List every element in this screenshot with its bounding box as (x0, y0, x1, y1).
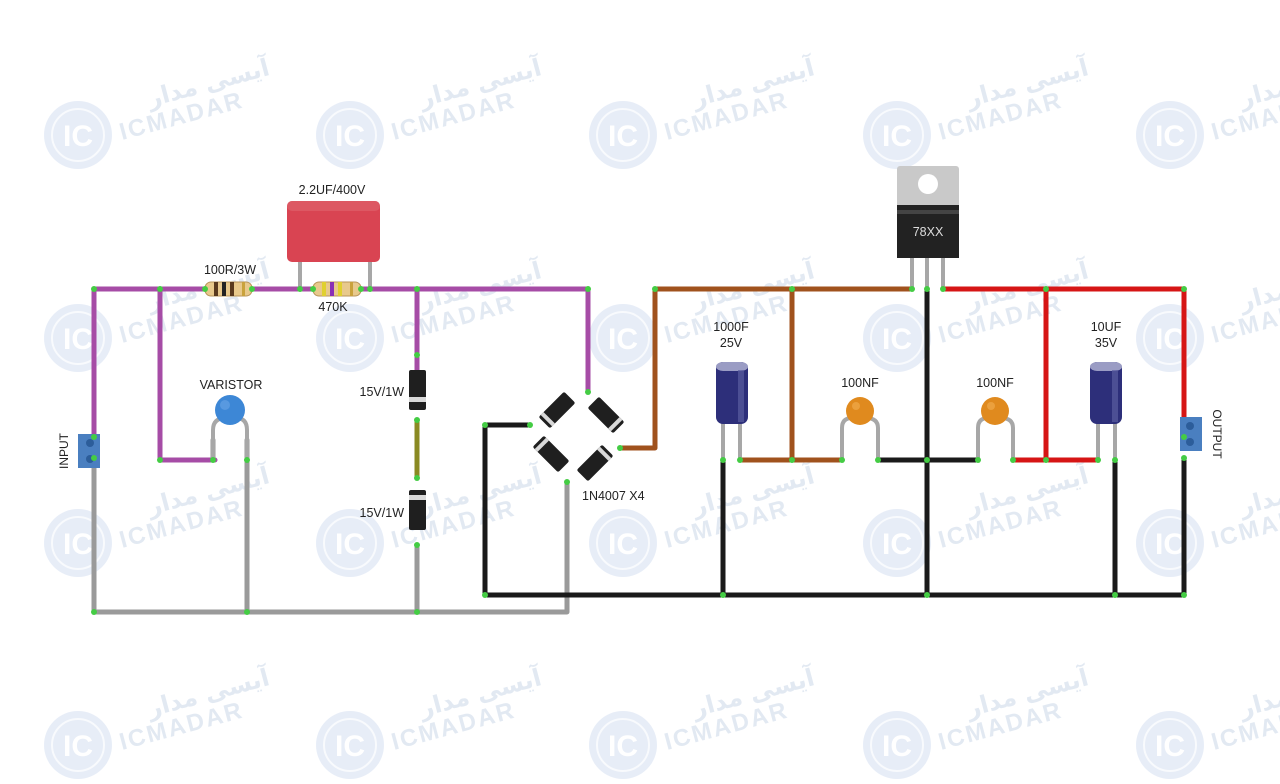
watermark-logo: IC (335, 323, 365, 356)
watermark-brand-fa: آیسی مدار (1235, 662, 1280, 723)
cap-10uf-voltage: 35V (1095, 336, 1118, 350)
cap-100nf-1-label: 100NF (841, 376, 879, 390)
watermark-logo: IC (608, 730, 638, 763)
watermark-logo: IC (1155, 730, 1185, 763)
watermark-logo: IC (63, 730, 93, 763)
bridge-rectifier: 1N4007 X4 (533, 392, 645, 503)
film-capacitor: 2.2UF/400V (287, 183, 380, 262)
watermark-logo: IC (608, 323, 638, 356)
watermark-brand-fa: آیسی مدار (1235, 255, 1280, 316)
cap-100nf-2-label: 100NF (976, 376, 1014, 390)
cap-1000-voltage: 25V (720, 336, 743, 350)
zener-2-label: 15V/1W (360, 506, 405, 520)
cap-10uf-value: 10UF (1091, 320, 1122, 334)
junction-dots (91, 286, 1187, 615)
watermark-logo: IC (1155, 120, 1185, 153)
watermark-brand-fa: آیسی مدار (1235, 52, 1280, 113)
watermark-logo: IC (335, 120, 365, 153)
regulator-label: 78XX (913, 225, 944, 239)
watermark-logo: IC (608, 528, 638, 561)
electrolytic-capacitor-1000f: 1000F 25V (713, 320, 749, 424)
watermark-logo: IC (63, 120, 93, 153)
film-cap-label: 2.2UF/400V (299, 183, 366, 197)
watermark-logo: IC (882, 323, 912, 356)
watermark-logo: IC (335, 730, 365, 763)
output-terminal: OUTPUT (1180, 409, 1224, 459)
voltage-regulator: 78XX (897, 166, 959, 258)
watermark-logo: IC (335, 528, 365, 561)
watermark-logo: IC (1155, 323, 1185, 356)
watermark-logo: IC (882, 730, 912, 763)
zener-diode-2: 15V/1W (360, 490, 426, 530)
watermark-logo: IC (608, 120, 638, 153)
electrolytic-capacitor-10uf: 10UF 35V (1090, 320, 1122, 424)
cap-1000-value: 1000F (713, 320, 749, 334)
watermark-logo: IC (882, 528, 912, 561)
varistor-label: VARISTOR (200, 378, 263, 392)
input-label: INPUT (57, 432, 71, 469)
zener-diode-1: 15V/1W (360, 370, 426, 410)
watermark-logo: IC (882, 120, 912, 153)
watermark-logo: IC (1155, 528, 1185, 561)
watermark-logo: IC (63, 323, 93, 356)
zener-1-label: 15V/1W (360, 385, 405, 399)
ceramic-capacitor-100nf-2: 100NF (976, 376, 1014, 425)
ceramic-capacitor-100nf-1: 100NF (841, 376, 879, 425)
output-label: OUTPUT (1210, 409, 1224, 459)
resistor-1-label: 100R/3W (204, 263, 256, 277)
watermark-logo: IC (63, 528, 93, 561)
varistor: VARISTOR (200, 378, 263, 425)
resistor-100r: 100R/3W (204, 263, 256, 297)
watermark-brand-fa: آیسی مدار (1235, 460, 1280, 521)
resistor-2-label: 470K (318, 300, 348, 314)
bridge-label: 1N4007 X4 (582, 489, 645, 503)
